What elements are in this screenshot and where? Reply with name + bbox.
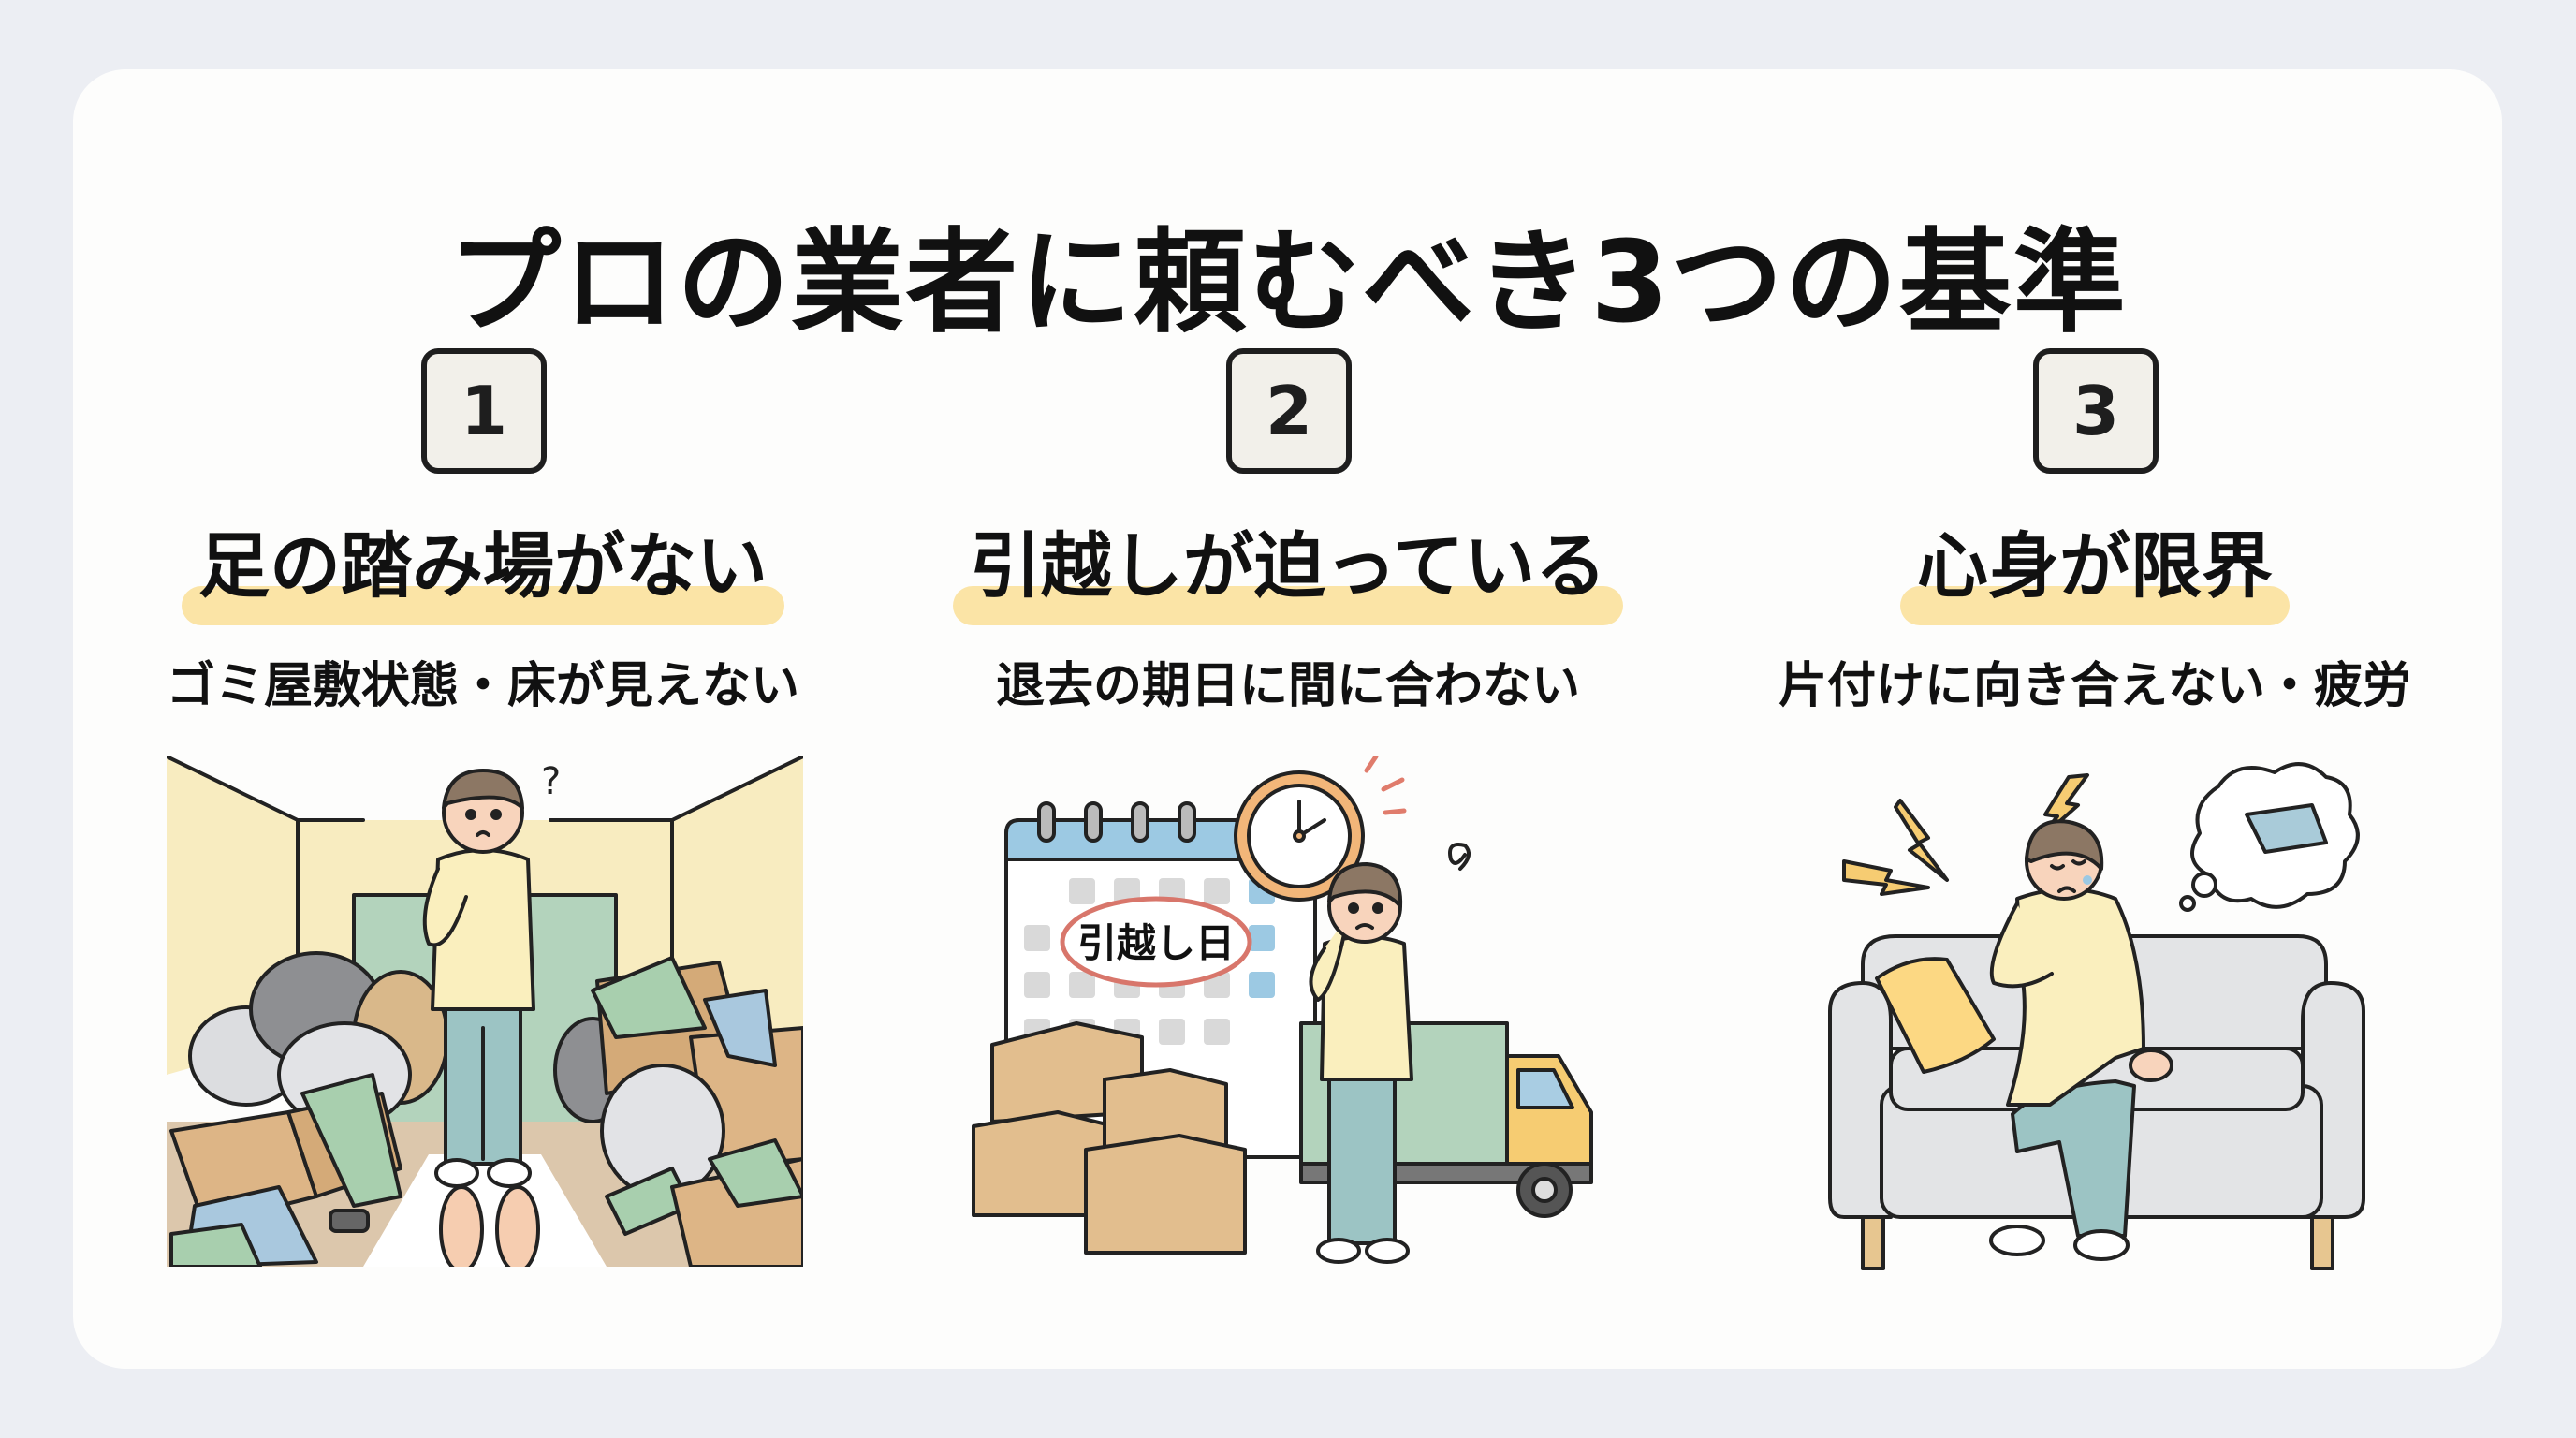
criterion-heading-2: 引越しが迫っている	[952, 524, 1624, 625]
cluttered-room-illustration: ?	[167, 756, 803, 1267]
criterion-subtitle-3: 片付けに向き合えない・疲労	[1778, 658, 2411, 714]
criterion-subtitle-2: 退去の期日に間に合わない	[995, 658, 1580, 714]
calendar-label: 引越し日	[1077, 920, 1235, 966]
criterion-heading-3: 心身が限界	[1900, 524, 2290, 625]
criterion-subtitle-1: ゴミ屋敷状態・床が見えない	[166, 658, 799, 714]
exhausted-person-illustration	[1807, 749, 2406, 1283]
moving-deadline-illustration: 引越し日	[964, 756, 1619, 1267]
criterion-heading-1: 足の踏み場がない	[182, 524, 784, 625]
number-badge-1: 1	[421, 348, 547, 474]
number-badge-3: 3	[2033, 348, 2159, 474]
number-badge-2: 2	[1226, 348, 1352, 474]
svg-text:?: ?	[541, 760, 561, 803]
page-title: プロの業者に頼むべき3つの基準	[448, 218, 2128, 349]
